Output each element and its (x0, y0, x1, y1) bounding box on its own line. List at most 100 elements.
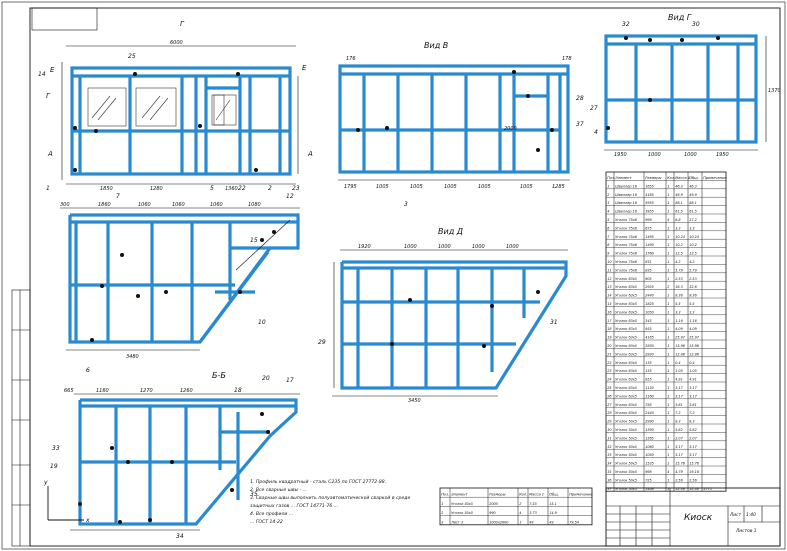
view-v-dim-7: 1285 (552, 184, 565, 190)
svg-text:29: 29 (318, 339, 326, 346)
sheet-cell: 79.54 (569, 520, 579, 524)
spec-cell: 2.56 (675, 478, 683, 482)
svg-text:12: 12 (286, 193, 294, 200)
spec-cell: Уголок 63x5 (615, 277, 637, 281)
spec-cell: 7.2 (675, 411, 680, 415)
view-d-dim-bottom: 3450 (408, 398, 421, 404)
sheet-cell: 2000 (489, 502, 498, 506)
spec-cell: 1.05 (689, 369, 697, 373)
svg-text:34: 34 (176, 533, 184, 540)
spec-cell: 8 (607, 243, 610, 247)
spec-cell: 32 (607, 445, 611, 449)
spec-cell: 1655 (645, 184, 654, 188)
spec-cell: 25.97 (689, 336, 700, 340)
spec-cell: 19.16 (689, 470, 699, 474)
spec-cell: Уголок 50x5 (615, 462, 637, 466)
view-v-side-2: 178 (562, 56, 572, 62)
spec-cell: 1 (667, 226, 669, 230)
spec-cell: 88.1 (675, 201, 683, 205)
sheet-cell: 1 (441, 502, 443, 506)
spec-cell: 1490 (645, 243, 654, 247)
sheet-header-cell: Примечание (569, 493, 593, 497)
svg-text:35: 35 (250, 491, 258, 498)
spec-cell: 10.2 (689, 243, 697, 247)
section-bb: Б-Б 665 1160 1270 1260 y x (43, 371, 300, 531)
spec-cell: 10 (607, 260, 611, 264)
spec-cell: 21 (607, 352, 611, 356)
view-v: Вид В 1795 1005 1005 1005 1005 1005 1285… (338, 41, 572, 190)
spec-cell: 1.16 (689, 319, 697, 323)
svg-text:4: 4 (594, 129, 598, 136)
spec-cell: 8.3 (689, 420, 694, 424)
spec-cell: 5 (607, 218, 609, 222)
spec-cell: 24 (607, 378, 611, 382)
spec-cell: 61.5 (689, 210, 697, 214)
spec-cell: 0.4 (675, 361, 680, 365)
bb-dim-4: 1260 (180, 388, 193, 394)
section-mark-e-right: Е (302, 64, 307, 72)
spec-cell: 835 (645, 268, 651, 272)
spec-cell: 37 (607, 487, 612, 491)
sheet-header-cell: Общ. (549, 493, 559, 497)
spec-cell: 955 (645, 327, 651, 331)
spec-cell: 31 (607, 436, 611, 440)
spec-cell: Швеллер 16 (615, 184, 637, 188)
spec-cell: 1 (667, 462, 669, 466)
spec-cell: Уголок 50x5 (615, 436, 637, 440)
spec-cell: 15.96 (689, 344, 699, 348)
spec-cell: 2 (607, 193, 609, 197)
spec-cell: 27.2 (689, 218, 697, 222)
spec-cell: 2.07 (675, 436, 683, 440)
spec-cell: 1.16 (675, 319, 683, 323)
spec-cell: 15.96 (675, 344, 685, 348)
spec-cell: 1 (667, 201, 669, 205)
front-view: 6000 1850 1280 1360 Е Е Г А А Г (46, 20, 313, 192)
svg-text:27: 27 (590, 105, 598, 112)
view-v-height-1: 2000 (504, 126, 517, 132)
spec-cell: 2440 (645, 294, 654, 298)
spec-cell: 36 (607, 478, 611, 482)
spec-cell: Уголок 63x5 (615, 369, 637, 373)
section-mark-a-right: А (307, 150, 313, 158)
spec-cell: 1825 (645, 302, 654, 306)
spec-cell: 4.2 (689, 260, 694, 264)
spec-cell: 3.3 (689, 226, 694, 230)
spec-cell: 3.17 (675, 394, 683, 398)
spec-cell: Уголок 63x5 (615, 394, 637, 398)
spec-cell: 3.17 (675, 445, 683, 449)
spec-cell: 1265 (645, 436, 654, 440)
spec-cell: 2 (667, 285, 669, 289)
spec-cell: 46.3 (675, 184, 683, 188)
spec-cell: 1050 (645, 453, 654, 457)
svg-text:15: 15 (250, 237, 258, 244)
spec-cell: 1 (667, 411, 669, 415)
spec-cell: 1 (667, 193, 669, 197)
spec-cell: 26 (607, 394, 611, 398)
spec-cell: Уголок 63x5 (615, 403, 637, 407)
plan-dim-2: 1860 (98, 202, 111, 208)
spec-cell: 1 (667, 394, 669, 398)
spec-cell: 5.62 (675, 428, 683, 432)
spec-cell: 1 (667, 302, 669, 306)
spec-cell: 3.61 (675, 403, 683, 407)
spec-cell: 3.17 (689, 386, 697, 390)
spec-cell: Уголок 63x5 (615, 386, 637, 390)
spec-cell: 4165 (645, 336, 654, 340)
spec-cell: 1160 (645, 394, 654, 398)
spec-cell: 1 (667, 344, 669, 348)
spec-cell: 2990 (645, 420, 654, 424)
section-mark-g-left: Г (46, 92, 51, 100)
spec-cell: 8.36 (675, 294, 683, 298)
sheet-cell: 14.9 (549, 511, 557, 515)
plan-dim-4: 1060 (172, 202, 185, 208)
view-d-dim-3: 1000 (438, 244, 451, 250)
spec-cell: 1 (667, 453, 669, 457)
spec-cell: Уголок 75x6 (615, 260, 637, 264)
svg-text:17: 17 (286, 377, 294, 384)
spec-cell: 4.91 (689, 378, 697, 382)
spec-cell: Швеллер 16 (615, 201, 637, 205)
spec-cell: 10.24 (675, 235, 685, 239)
sheet-header-cell: Размеры (489, 493, 505, 497)
sheet-cell: 2 (519, 502, 521, 506)
spec-cell: 155 (645, 369, 651, 373)
